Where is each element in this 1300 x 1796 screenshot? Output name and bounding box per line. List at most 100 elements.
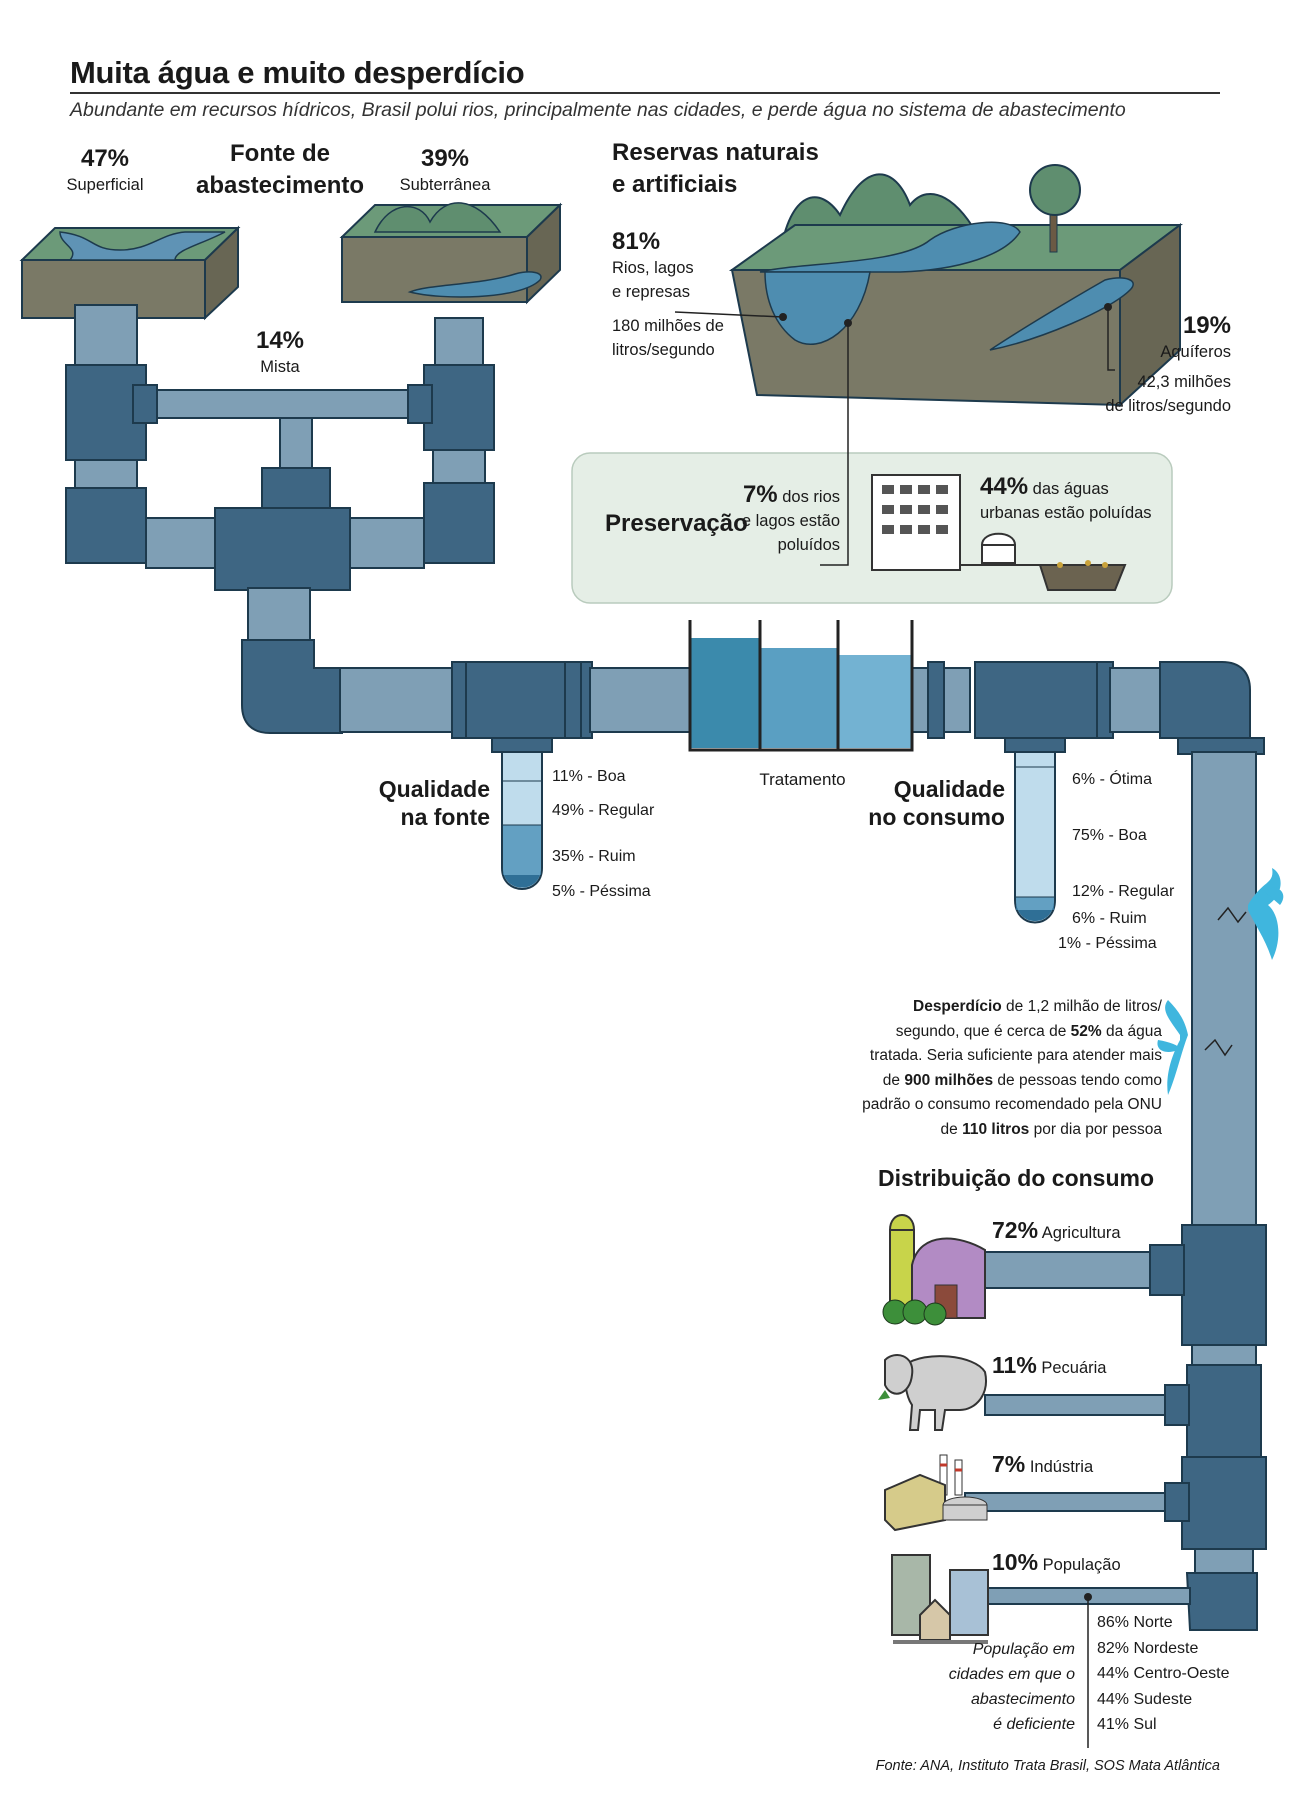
title-divider xyxy=(70,92,1220,94)
distribution-pct: 10% xyxy=(992,1549,1039,1575)
population-regions: 86% Norte 82% Nordeste 44% Centro-Oeste … xyxy=(1097,1610,1230,1738)
cow-icon xyxy=(878,1354,987,1431)
region-stat: 82% Nordeste xyxy=(1097,1639,1199,1657)
consumption-quality-item: 1% - Péssima xyxy=(1058,935,1157,952)
polluted-rivers-stat: 7% dos rios e lagos estão poluídos xyxy=(710,483,840,557)
reserves-heading-line: Reservas naturais xyxy=(612,139,819,166)
region-stat: 41% Sul xyxy=(1097,1716,1157,1733)
region-stat: 44% Centro-Oeste xyxy=(1097,1665,1230,1682)
superficial-label: Superficial xyxy=(66,176,144,194)
rivers-volume: litros/segundo xyxy=(612,341,715,359)
rivers-label: Rios, lagos xyxy=(612,259,694,277)
leader-line xyxy=(674,311,784,318)
reserves-heading: Reservas naturais e artificiais xyxy=(612,137,819,201)
consumption-quality-item: 75% - Boa xyxy=(1072,827,1147,844)
waste-text: da água xyxy=(1101,1022,1162,1040)
distribution-item-industria: 7% Indústria xyxy=(992,1452,1093,1479)
subterranea-stat: 39% Subterrânea xyxy=(385,145,505,197)
polluted-rivers-label: e lagos estão xyxy=(741,512,840,530)
waste-bold: Desperdício xyxy=(913,998,1002,1015)
distribution-pct: 72% xyxy=(992,1217,1039,1243)
waste-text: de xyxy=(940,1120,963,1138)
subterranea-pct: 39% xyxy=(420,145,470,172)
population-note: População em cidades em que o abastecime… xyxy=(930,1637,1075,1737)
consumption-quality-item: 12% - Regular xyxy=(1072,883,1175,900)
preservation-heading: Preservação xyxy=(605,510,748,537)
source-quality-heading-line: Qualidade xyxy=(378,776,490,802)
distribution-label: População xyxy=(1042,1556,1121,1574)
population-note-line: População em xyxy=(972,1641,1075,1658)
source-heading-line: Fonte de xyxy=(230,140,330,167)
aquifers-volume: 42,3 milhões xyxy=(1137,373,1231,391)
distribution-label: Indústria xyxy=(1029,1458,1094,1476)
consumption-quality-item: 6% - Ruim xyxy=(1072,910,1147,927)
waste-text: de 1,2 milhão de litros/ xyxy=(1001,998,1162,1015)
distribution-pct: 11% xyxy=(992,1352,1037,1378)
region-stat: 44% Sudeste xyxy=(1097,1690,1193,1708)
source-quality-tube xyxy=(491,737,553,890)
distribution-label: Pecuária xyxy=(1041,1359,1107,1377)
aquifers-label: Aquíferos xyxy=(1160,343,1231,361)
leak-splash-icon xyxy=(1248,868,1284,960)
leak-splash-icon xyxy=(1157,1000,1188,1095)
aquifers-pct: 19% xyxy=(1182,312,1231,339)
source-credit: Fonte: ANA, Instituto Trata Brasil, SOS … xyxy=(875,1758,1220,1774)
rivers-label: e represas xyxy=(612,283,690,301)
surface-water-block xyxy=(19,225,241,321)
treatment-tank-graphic xyxy=(688,620,914,752)
source-heading-line: abastecimento xyxy=(195,172,365,199)
distribution-item-agricultura: 72% Agricultura xyxy=(992,1218,1121,1245)
leader-line xyxy=(1107,307,1115,371)
source-quality-item: 11% - Boa xyxy=(552,768,626,785)
source-quality-item: 5% - Péssima xyxy=(552,883,651,900)
waste-bold: 110 litros xyxy=(962,1120,1030,1138)
mista-stat: 14% Mista xyxy=(230,327,330,379)
consumer-branch-pipes xyxy=(964,1244,1191,1605)
farm-barn-icon xyxy=(882,1214,986,1326)
superficial-stat: 47% Superficial xyxy=(55,145,155,197)
mista-label: Mista xyxy=(260,358,300,376)
waste-description: Desperdício de 1,2 milhão de litros/ seg… xyxy=(862,995,1162,1142)
aquifers-stat: 19% Aquíferos 42,3 milhões de litros/seg… xyxy=(1105,312,1231,418)
polluted-rivers-pct: 7% xyxy=(742,481,778,508)
rivers-stat: 81% Rios, lagos e represas 180 milhões d… xyxy=(612,228,724,362)
page-subtitle: Abundante em recursos hídricos, Brasil p… xyxy=(70,99,1126,121)
consumption-quality-heading-line: Qualidade xyxy=(893,776,1005,802)
groundwater-block xyxy=(339,202,563,305)
polluted-rivers-label: dos rios xyxy=(782,488,840,506)
factory-icon xyxy=(884,1454,988,1532)
waste-text: de xyxy=(882,1071,905,1089)
city-buildings-icon xyxy=(891,1554,989,1644)
consumption-quality-item: 6% - Ótima xyxy=(1072,771,1153,788)
vertical-distribution-pipe xyxy=(1181,751,1267,1631)
aquifers-volume: de litros/segundo xyxy=(1105,397,1231,415)
source-quality-heading-line: na fonte xyxy=(400,804,490,830)
source-quality-item: 49% - Regular xyxy=(552,802,655,819)
distribution-heading: Distribuição do consumo xyxy=(878,1165,1155,1191)
urban-water-stat: 44% das águas urbanas estão poluídas xyxy=(980,475,1152,525)
distribution-item-populacao: 10% População xyxy=(992,1550,1121,1577)
reserves-heading-line: e artificiais xyxy=(612,171,738,198)
source-heading: Fonte de abastecimento xyxy=(195,138,365,202)
source-pipes xyxy=(65,304,495,734)
distribution-item-pecuaria: 11% Pecuária xyxy=(992,1353,1106,1380)
urban-building-icon xyxy=(871,474,1127,591)
waste-bold: 52% xyxy=(1070,1022,1102,1040)
polluted-rivers-label: poluídos xyxy=(777,536,840,554)
source-quality-item: 35% - Ruim xyxy=(552,848,636,865)
subterranea-label: Subterrânea xyxy=(399,176,491,194)
urban-water-label: das águas xyxy=(1032,480,1109,498)
consumption-quality-tube xyxy=(1004,737,1066,924)
urban-water-label: urbanas estão poluídas xyxy=(980,504,1152,522)
urban-water-pct: 44% xyxy=(980,473,1029,500)
reserves-landscape-block xyxy=(728,164,1183,408)
waste-text: de pessoas tendo como xyxy=(993,1071,1162,1089)
waste-text: segundo, que é cerca de xyxy=(895,1022,1071,1040)
consumption-quality-heading: Qualidade no consumo xyxy=(860,775,1005,831)
waste-text: padrão o consumo recomendado pela ONU xyxy=(862,1096,1162,1113)
waste-text: por dia por pessoa xyxy=(1029,1120,1162,1138)
main-horizontal-pipe xyxy=(339,661,1265,755)
treatment-label: Tratamento xyxy=(759,770,846,789)
mista-pct: 14% xyxy=(255,327,305,354)
